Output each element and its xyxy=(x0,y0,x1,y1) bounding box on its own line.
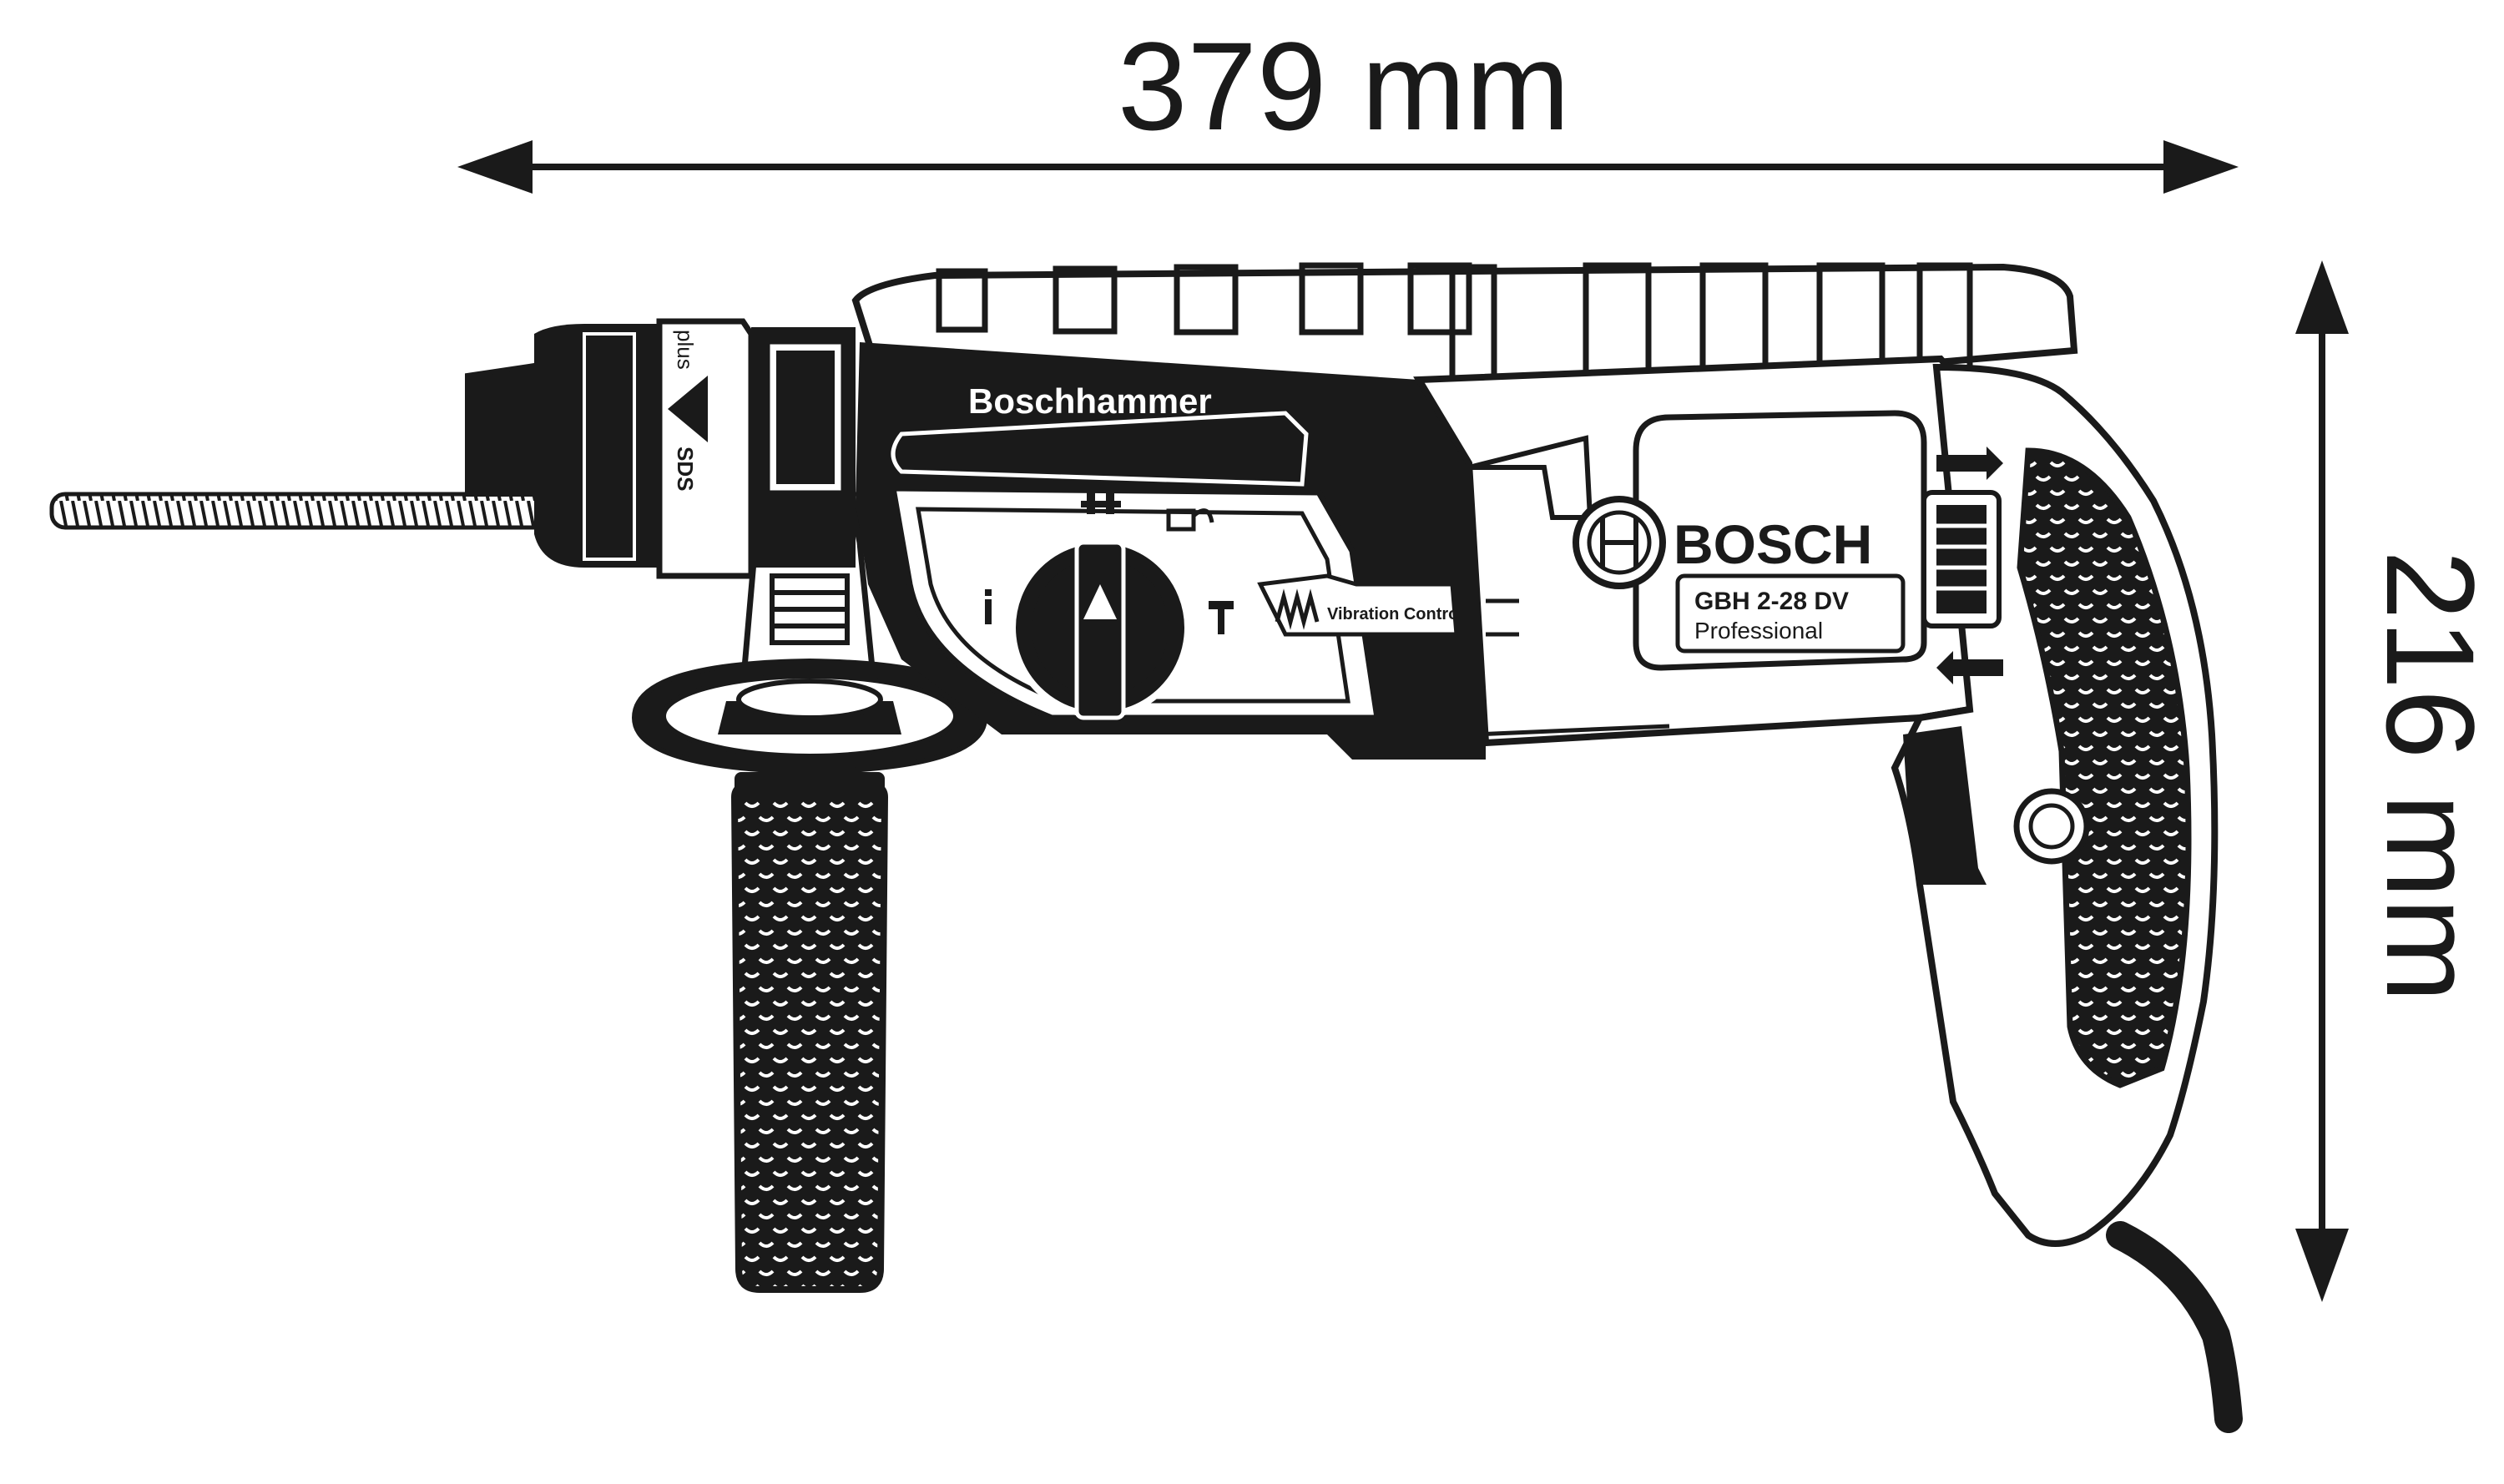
product-line: Professional xyxy=(1694,618,1823,644)
sds-arrow-icon xyxy=(668,376,708,442)
tool-housing: Boschhammer xyxy=(851,262,2243,1433)
sds-chuck: SDS plus xyxy=(465,318,856,579)
width-arrow-right-icon xyxy=(2163,140,2239,194)
width-dimension-label: 379 mm xyxy=(1118,16,1570,156)
height-arrow-top-icon xyxy=(2295,260,2349,334)
sds-plus-label: plus xyxy=(673,330,698,370)
lock-on-button[interactable] xyxy=(2013,788,2090,865)
housing-label: Boschhammer xyxy=(968,381,1212,421)
vibration-control-badge: Vibration Control xyxy=(1257,573,1463,637)
chisel-mode-icon xyxy=(1081,489,1121,514)
model-name: GBH 2-28 DV xyxy=(1694,588,1849,615)
sds-label: SDS xyxy=(673,447,698,491)
rotation-lock-icon xyxy=(1166,508,1214,532)
width-arrow-left-icon xyxy=(457,140,533,194)
hammer-mode-icon xyxy=(1209,601,1234,634)
forward-arrow-icon xyxy=(1936,447,2003,480)
height-dimension-label: 216 mm xyxy=(2360,550,2501,1002)
height-dimension: 216 mm xyxy=(2295,260,2501,1302)
brand-panel: BOSCH GBH 2-28 DV Professional xyxy=(1573,410,1927,671)
reverse-arrow-icon xyxy=(1936,651,2003,684)
mode-selector-knob[interactable] xyxy=(1009,537,1191,720)
height-arrow-bottom-icon xyxy=(2295,1229,2349,1302)
brand-name: BOSCH xyxy=(1674,513,1872,575)
power-cord xyxy=(2106,1221,2243,1433)
drill-mode-icon xyxy=(985,589,992,624)
vibration-control-label: Vibration Control xyxy=(1327,605,1463,623)
direction-switch[interactable] xyxy=(1921,490,2002,628)
width-dimension: 379 mm xyxy=(457,16,2239,194)
